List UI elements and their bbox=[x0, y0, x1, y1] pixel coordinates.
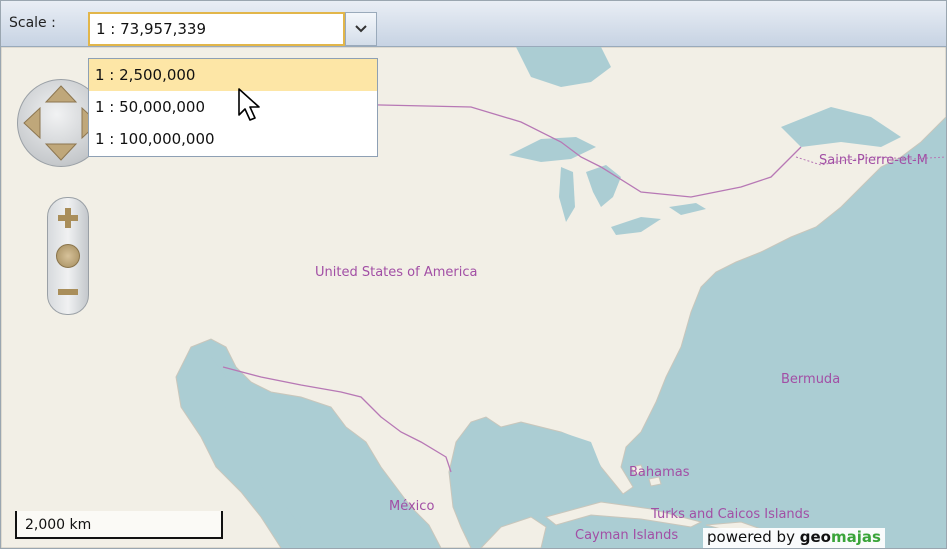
scale-option-100000000[interactable]: 1 : 100,000,000 bbox=[95, 130, 215, 148]
map-label-bermuda: Bermuda bbox=[781, 372, 841, 387]
scale-toolbar: Scale : bbox=[1, 1, 946, 47]
geomajas-logo-majas: majas bbox=[830, 528, 881, 546]
powered-by-prefix: powered by bbox=[707, 528, 800, 546]
pan-arrows bbox=[23, 85, 99, 161]
mouse-pointer-icon bbox=[238, 88, 260, 121]
zoom-in-icon[interactable] bbox=[56, 206, 80, 230]
chevron-down-icon bbox=[355, 25, 367, 33]
scalebar: 2,000 km bbox=[15, 511, 223, 539]
pan-left-icon[interactable] bbox=[23, 106, 41, 140]
scale-option-2500000[interactable]: 1 : 2,500,000 bbox=[89, 59, 377, 91]
map-label-turks: Turks and Caicos Islands bbox=[651, 507, 810, 522]
map-label-bahamas: Bahamas bbox=[629, 465, 690, 480]
scale-dropdown-list: 1 : 2,500,000 1 : 50,000,000 1 : 100,000… bbox=[88, 58, 378, 157]
scale-label: Scale : bbox=[9, 15, 56, 31]
map-canvas[interactable]: United States of America México Bermuda … bbox=[1, 46, 946, 548]
map-label-saint-pierre: Saint-Pierre-et-M bbox=[819, 153, 928, 168]
map-label-mexico: México bbox=[389, 499, 435, 514]
zoom-out-icon[interactable] bbox=[56, 280, 80, 304]
zoom-extent-icon[interactable] bbox=[56, 244, 80, 268]
geomajas-logo-geo: geo bbox=[799, 528, 831, 546]
powered-by-badge[interactable]: powered by geomajas bbox=[703, 528, 885, 548]
scale-dropdown-button[interactable] bbox=[345, 12, 377, 46]
basemap bbox=[1, 46, 946, 548]
zoom-control bbox=[47, 197, 89, 315]
scale-option-50000000[interactable]: 1 : 50,000,000 bbox=[95, 98, 206, 116]
scale-combobox-input[interactable] bbox=[88, 12, 345, 46]
pan-down-icon[interactable] bbox=[44, 143, 78, 161]
scalebar-label: 2,000 km bbox=[25, 517, 92, 533]
map-label-cayman: Cayman Islands bbox=[575, 528, 679, 543]
map-label-usa: United States of America bbox=[315, 265, 478, 280]
pan-up-icon[interactable] bbox=[44, 85, 78, 103]
